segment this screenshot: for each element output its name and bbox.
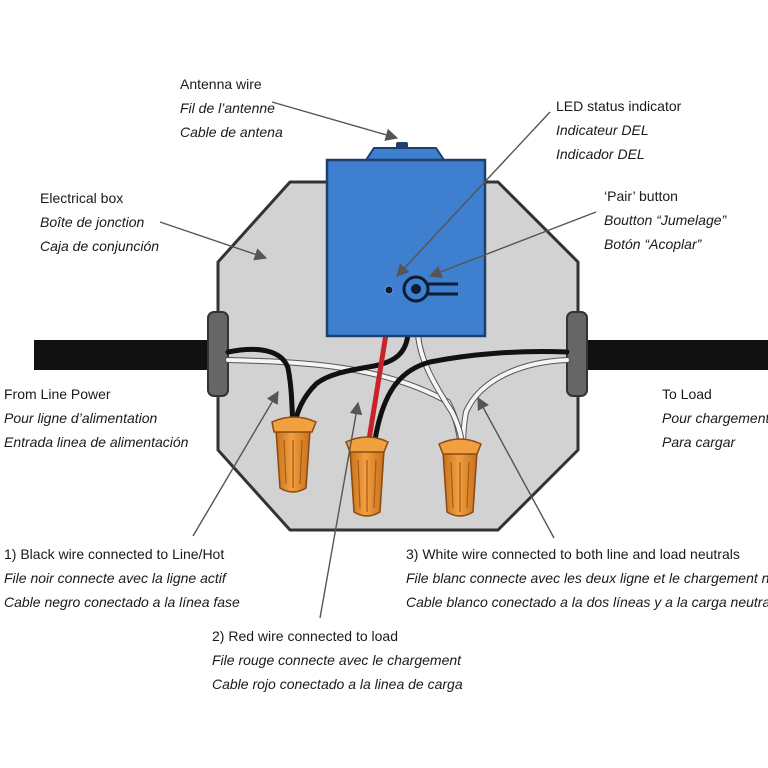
load-label-fr: Pour chargement [662,410,768,426]
to-load-label: To Load Pour chargement Para cargar [662,382,768,454]
antenna-wire-label: Antenna wire Fil de l’antenne Cable de a… [180,72,283,144]
antenna-label-fr: Fil de l’antenne [180,100,275,116]
wire-nut-right [438,438,482,517]
wire-nut-left [271,416,317,493]
wire-nut-center [345,436,389,517]
line-power-label-fr: Pour ligne d’alimentation [4,410,158,426]
pair-label-en: ‘Pair’ button [604,188,678,204]
electrical-box-label: Electrical box Boîte de jonction Caja de… [40,186,159,258]
led-label-fr: Indicateur DEL [556,122,649,138]
black-wire-label-es: Cable negro conectado a la línea fase [4,594,240,610]
pair-label-fr: Boutton “Jumelage” [604,212,727,228]
black-load-wire [371,348,570,449]
antenna [364,147,446,161]
white-wire-label-es: Cable blanco conectado a la dos líneas y… [406,594,768,610]
led-status-indicator [384,285,394,295]
antenna-tip [396,142,408,149]
load-label-es: Para cargar [662,434,736,450]
line-power-label-en: From Line Power [4,386,111,402]
red-wire-label: 2) Red wire connected to load File rouge… [212,624,463,696]
pair-button[interactable] [402,275,458,303]
box-label-es: Caja de conjunción [40,238,160,254]
black-wire-label-fr: File noir connecte avec la ligne actif [4,570,226,586]
pair-button-label: ‘Pair’ button Boutton “Jumelage” Botón “… [604,184,726,256]
load-cable [572,340,768,370]
white-neutral-wires [225,331,570,451]
white-wire-label-en: 3) White wire connected to both line and… [406,546,740,562]
red-wire-label-fr: File rouge connecte avec le chargement [212,652,462,668]
red-wire-label-en: 2) Red wire connected to load [212,628,398,644]
line-power-label: From Line Power Pour ligne d’alimentatio… [4,382,188,454]
line-power-cable [34,340,224,370]
smart-switch-module [325,158,487,338]
right-cable-clamp [566,311,588,397]
led-label-es: Indicador DEL [556,146,645,162]
pair-label-es: Botón “Acoplar” [604,236,702,252]
left-cable-clamp [207,311,229,397]
callout-leaders [159,101,597,619]
led-label-en: LED status indicator [556,98,682,114]
red-wire-label-es: Cable rojo conectado a la linea de carga [212,676,463,692]
white-wire-label: 3) White wire connected to both line and… [406,542,768,614]
box-label-en: Electrical box [40,190,124,206]
antenna-label-en: Antenna wire [180,76,262,92]
white-wire-label-fr: File blanc connecte avec les deux ligne … [406,570,768,586]
black-hot-wires [225,331,411,431]
line-power-label-es: Entrada linea de alimentación [4,434,189,450]
antenna-label-es: Cable de antena [180,124,283,140]
box-label-fr: Boîte de jonction [40,214,145,230]
black-wire-label-en: 1) Black wire connected to Line/Hot [4,546,225,562]
black-wire-label: 1) Black wire connected to Line/Hot File… [4,542,240,614]
red-load-wire [365,331,389,449]
load-label-en: To Load [662,386,712,402]
led-indicator-label: LED status indicator Indicateur DEL Indi… [556,94,681,166]
